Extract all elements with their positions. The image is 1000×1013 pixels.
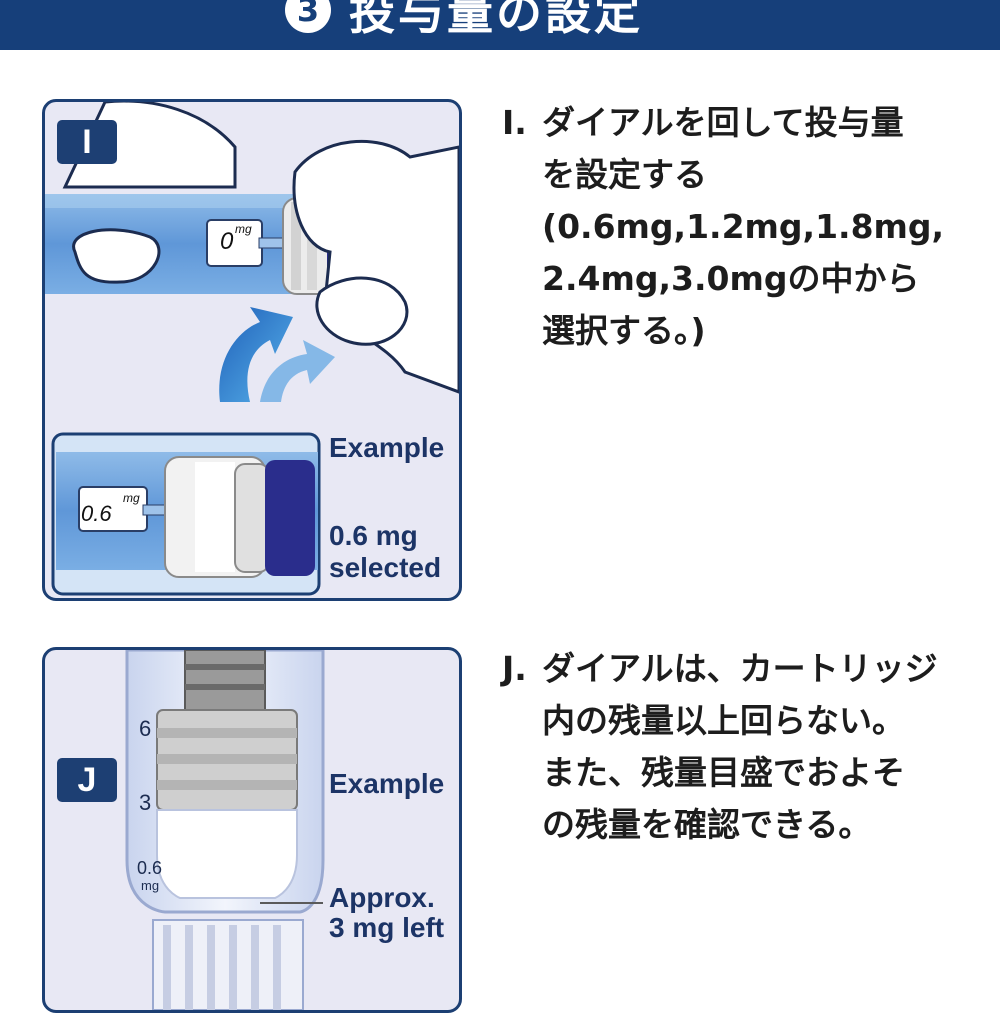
instruction-i-line: 選択する。): [542, 311, 706, 350]
remaining-amount-label: 3 mg left: [329, 912, 445, 943]
remaining-liquid: [156, 809, 298, 899]
scale-mark-3: 3: [139, 790, 152, 815]
instruction-i-line: (0.6mg,1.2mg,1.8mg,: [542, 207, 945, 246]
scale-mark-0-6: 0.6: [137, 858, 163, 878]
illustration-panel-j: J 6 3 0.6 mg Example Approx. 3 mg left: [42, 647, 462, 1013]
instruction-j-marker: J.: [502, 649, 527, 688]
example-label: Example: [329, 432, 445, 463]
plunger-rod: [184, 650, 266, 711]
instruction-j-line: 内の残量以上回らない。: [542, 701, 905, 740]
dose-window-value: 0: [220, 228, 234, 255]
instruction-j-line: ダイアルは、カートリッジ: [542, 649, 938, 688]
instruction-i-line: を設定する: [542, 155, 707, 194]
right-hand: [292, 139, 459, 394]
selected-dose-label: 0.6 mg: [329, 520, 418, 551]
approx-label: Approx.: [329, 882, 435, 913]
instruction-j: J. ダイアルは、カートリッジ 内の残量以上回らない。 また、残量目盛でおよそ …: [502, 643, 982, 851]
instruction-j-line: の残量を確認できる。: [542, 805, 872, 844]
example-label-j: Example: [329, 768, 445, 799]
section-header: 3 投与量の設定: [0, 0, 1000, 50]
rotate-arrow-up: [219, 307, 293, 402]
instruction-j-line: また、残量目盛でおよそ: [542, 753, 905, 792]
step-badge-j: J: [57, 758, 117, 802]
scale-mark-6: 6: [139, 716, 152, 741]
example-window-value: 0.6: [81, 501, 112, 526]
left-thumb: [72, 228, 161, 284]
rotate-arrow-right: [260, 340, 335, 402]
dose-window-unit: mg: [235, 222, 252, 236]
scale-unit: mg: [141, 878, 160, 893]
section-title: 投与量の設定: [349, 0, 643, 40]
example-window-unit: mg: [123, 491, 140, 505]
instruction-i: I. ダイアルを回して投与量 を設定する (0.6mg,1.2mg,1.8mg,…: [502, 97, 982, 357]
illustration-panel-i: I 0 mg 0.6 mg Example 0.6 mg selected: [42, 99, 462, 601]
selected-label: selected: [329, 552, 442, 583]
step-badge-i: I: [57, 120, 117, 164]
instruction-i-marker: I.: [502, 103, 527, 142]
dial-pen-illustration: [45, 102, 459, 596]
instruction-i-line: ダイアルを回して投与量: [542, 103, 904, 142]
cartridge-illustration: [125, 650, 325, 1010]
instruction-i-line: 2.4mg,3.0mgの中から: [542, 259, 920, 298]
step-number-badge: 3: [285, 0, 331, 33]
